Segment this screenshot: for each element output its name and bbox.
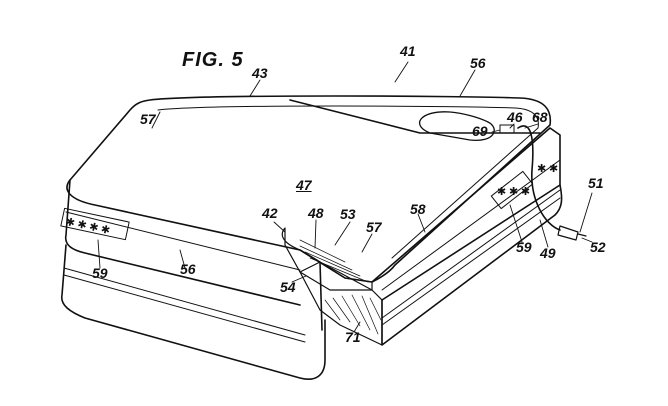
- leader-lines: [97, 61, 593, 333]
- figure-title: FIG. 5: [182, 49, 244, 71]
- ref-48: 48: [308, 205, 324, 221]
- ref-59-left: 59: [92, 265, 108, 281]
- right-base-band: [381, 197, 561, 326]
- ref-57-notch: 57: [366, 219, 382, 235]
- ref-52: 52: [590, 239, 606, 255]
- ref-58: 58: [410, 201, 426, 217]
- ref-57-top: 57: [140, 111, 156, 127]
- ref-59-right: 59: [516, 239, 532, 255]
- pillow: [418, 111, 495, 141]
- plug: [557, 225, 587, 241]
- svg-text:✱ ✱ ✱: ✱ ✱ ✱: [497, 186, 530, 198]
- svg-text:✱ ✱ ✱ ✱: ✱ ✱ ✱ ✱: [65, 216, 112, 237]
- ref-47: 47: [296, 177, 312, 193]
- power-cord: [517, 125, 561, 231]
- base-band: [63, 267, 306, 343]
- ref-46: 46: [507, 109, 523, 125]
- notch-recess: [281, 227, 373, 291]
- ref-49: 49: [540, 245, 556, 261]
- svg-text:✱ ✱: ✱ ✱: [537, 163, 558, 175]
- front-face-band: [65, 211, 301, 271]
- ref-41: 41: [400, 43, 416, 59]
- right-base: [381, 184, 563, 346]
- ref-53: 53: [340, 206, 356, 222]
- notch-hatching: [299, 239, 382, 335]
- control-panel-back: ✱ ✱: [537, 163, 558, 175]
- pillow-divider: [289, 99, 541, 134]
- ref-42: 42: [262, 205, 278, 221]
- notch-floor: [299, 261, 383, 346]
- ref-51: 51: [588, 175, 604, 191]
- front-face-top: [64, 179, 301, 306]
- base-outline: [61, 244, 326, 380]
- ref-68: 68: [532, 109, 548, 125]
- ref-54: 54: [280, 279, 296, 295]
- control-panel-right: ✱ ✱ ✱: [490, 170, 534, 210]
- ref-56-front: 56: [180, 261, 196, 277]
- right-face-band: [381, 159, 561, 319]
- mattress-top-inner-edge: [157, 105, 539, 259]
- right-face: [371, 127, 561, 301]
- ref-56-top: 56: [470, 55, 486, 71]
- ref-69: 69: [472, 123, 488, 139]
- switch-69: [499, 124, 515, 134]
- ref-71: 71: [345, 329, 361, 345]
- ref-43: 43: [252, 65, 268, 81]
